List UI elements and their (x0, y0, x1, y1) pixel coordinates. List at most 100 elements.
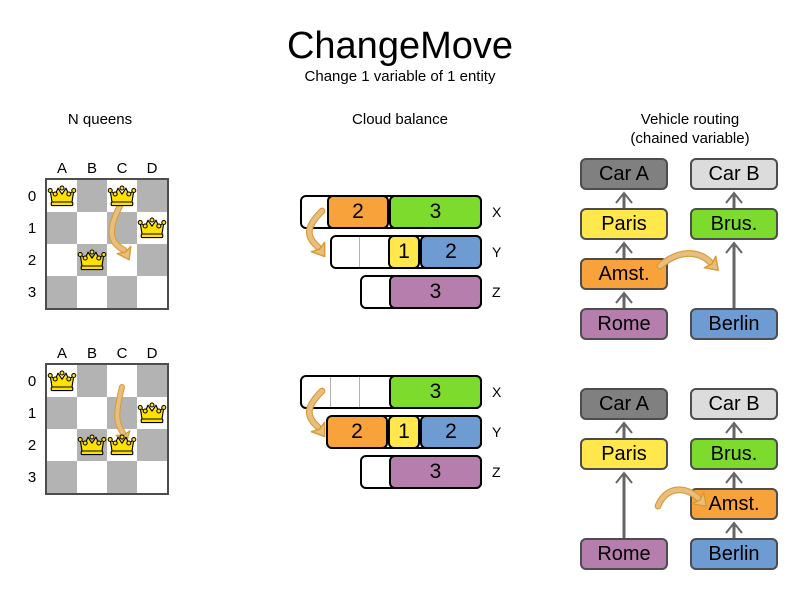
chess-grid (45, 363, 169, 495)
cloud-computer-label-y: Y (492, 244, 502, 260)
board-cell-b2[interactable] (77, 429, 107, 461)
cloud-process-block[interactable]: 3 (389, 195, 482, 229)
board-cell-c1[interactable] (107, 212, 137, 244)
board-cell-d0[interactable] (137, 180, 167, 212)
cloud-computer-label-z: Z (492, 284, 501, 300)
nqueens-board-after: A B C D 0 1 2 3 (20, 345, 200, 515)
board-cell-d0[interactable] (137, 365, 167, 397)
routing-node-rome[interactable]: Rome (580, 308, 668, 340)
board-cell-b3[interactable] (77, 461, 107, 493)
cloud-process-block[interactable]: 1 (388, 415, 420, 449)
routing-node-brus[interactable]: Brus. (690, 438, 778, 470)
cloud-row-x: 3 (300, 375, 482, 409)
routing-node-amst[interactable]: Amst. (690, 488, 778, 520)
board-cell-a2[interactable] (47, 244, 77, 276)
board-rank-label-0: 0 (27, 188, 37, 205)
board-file-label-a: A (56, 345, 67, 362)
board-cell-a2[interactable] (47, 429, 77, 461)
board-cell-d1[interactable] (137, 212, 167, 244)
board-file-label-b: B (86, 345, 97, 362)
board-rank-label-0: 0 (27, 373, 37, 390)
board-cell-c3[interactable] (107, 276, 137, 308)
cloud-process-block[interactable]: 2 (420, 235, 482, 269)
cloud-process-block[interactable]: 3 (389, 375, 482, 409)
cloud-empty-slot-divider (359, 237, 360, 267)
cloud-process-block[interactable]: 3 (389, 455, 482, 489)
board-cell-c1[interactable] (107, 397, 137, 429)
board-rank-label-1: 1 (27, 405, 37, 422)
board-cell-a1[interactable] (47, 397, 77, 429)
board-file-label-c: C (116, 160, 128, 177)
board-cell-c2[interactable] (107, 244, 137, 276)
routing-node-cara[interactable]: Car A (580, 388, 668, 420)
routing-node-paris[interactable]: Paris (580, 208, 668, 240)
routing-heading-line2: (chained variable) (630, 130, 750, 147)
board-file-label-d: D (146, 345, 158, 362)
board-cell-d2[interactable] (137, 244, 167, 276)
board-cell-b0[interactable] (77, 180, 107, 212)
cloud-process-block[interactable]: 3 (389, 275, 482, 309)
board-cell-a1[interactable] (47, 212, 77, 244)
cloud-computer-label-x: X (492, 384, 502, 400)
cloud-row-z: 3 (360, 455, 482, 489)
routing-node-rome[interactable]: Rome (580, 538, 668, 570)
routing-node-paris[interactable]: Paris (580, 438, 668, 470)
board-rank-label-3: 3 (27, 469, 37, 486)
section-heading-nqueens: N queens (67, 111, 133, 128)
routing-heading-line1: Vehicle routing (640, 111, 740, 128)
chess-grid (45, 178, 169, 310)
board-cell-d1[interactable] (137, 397, 167, 429)
page-title: ChangeMove (286, 25, 514, 67)
cloud-row-z: 3 (360, 275, 482, 309)
routing-node-carb[interactable]: Car B (690, 158, 778, 190)
board-cell-c2[interactable] (107, 429, 137, 461)
board-cell-c3[interactable] (107, 461, 137, 493)
routing-node-carb[interactable]: Car B (690, 388, 778, 420)
board-file-label-b: B (86, 160, 97, 177)
board-cell-b1[interactable] (77, 212, 107, 244)
cloud-process-block[interactable]: 1 (388, 235, 420, 269)
board-cell-d3[interactable] (137, 276, 167, 308)
section-heading-cloud-balance: Cloud balance (352, 111, 448, 128)
board-cell-a0[interactable] (47, 365, 77, 397)
board-cell-b3[interactable] (77, 276, 107, 308)
routing-node-berlin[interactable]: Berlin (690, 538, 778, 570)
cloud-process-block[interactable]: 2 (327, 195, 389, 229)
section-heading-vehicle-routing: Vehicle routing (chained variable) (590, 110, 790, 148)
cloud-process-block[interactable]: 2 (420, 415, 482, 449)
cloud-computer-label-y: Y (492, 424, 502, 440)
routing-node-amst[interactable]: Amst. (580, 258, 668, 290)
cloud-computer-label-z: Z (492, 464, 501, 480)
cloud-process-block[interactable]: 2 (326, 415, 388, 449)
routing-node-brus[interactable]: Brus. (690, 208, 778, 240)
board-file-label-a: A (56, 160, 67, 177)
board-cell-a3[interactable] (47, 276, 77, 308)
board-file-label-c: C (116, 345, 128, 362)
board-cell-b1[interactable] (77, 397, 107, 429)
board-rank-label-1: 1 (27, 220, 37, 237)
board-cell-c0[interactable] (107, 365, 137, 397)
board-cell-d2[interactable] (137, 429, 167, 461)
board-cell-a0[interactable] (47, 180, 77, 212)
board-file-label-d: D (146, 160, 158, 177)
board-cell-b0[interactable] (77, 365, 107, 397)
cloud-computer-label-x: X (492, 204, 502, 220)
cloud-empty-slot-divider (359, 377, 360, 407)
board-cell-b2[interactable] (77, 244, 107, 276)
routing-node-berlin[interactable]: Berlin (690, 308, 778, 340)
page-subtitle: Change 1 variable of 1 entity (304, 68, 496, 85)
board-rank-label-3: 3 (27, 284, 37, 301)
board-cell-a3[interactable] (47, 461, 77, 493)
board-cell-d3[interactable] (137, 461, 167, 493)
board-rank-label-2: 2 (27, 437, 37, 454)
cloud-empty-slot-divider (330, 377, 331, 407)
board-cell-c0[interactable] (107, 180, 137, 212)
routing-node-cara[interactable]: Car A (580, 158, 668, 190)
